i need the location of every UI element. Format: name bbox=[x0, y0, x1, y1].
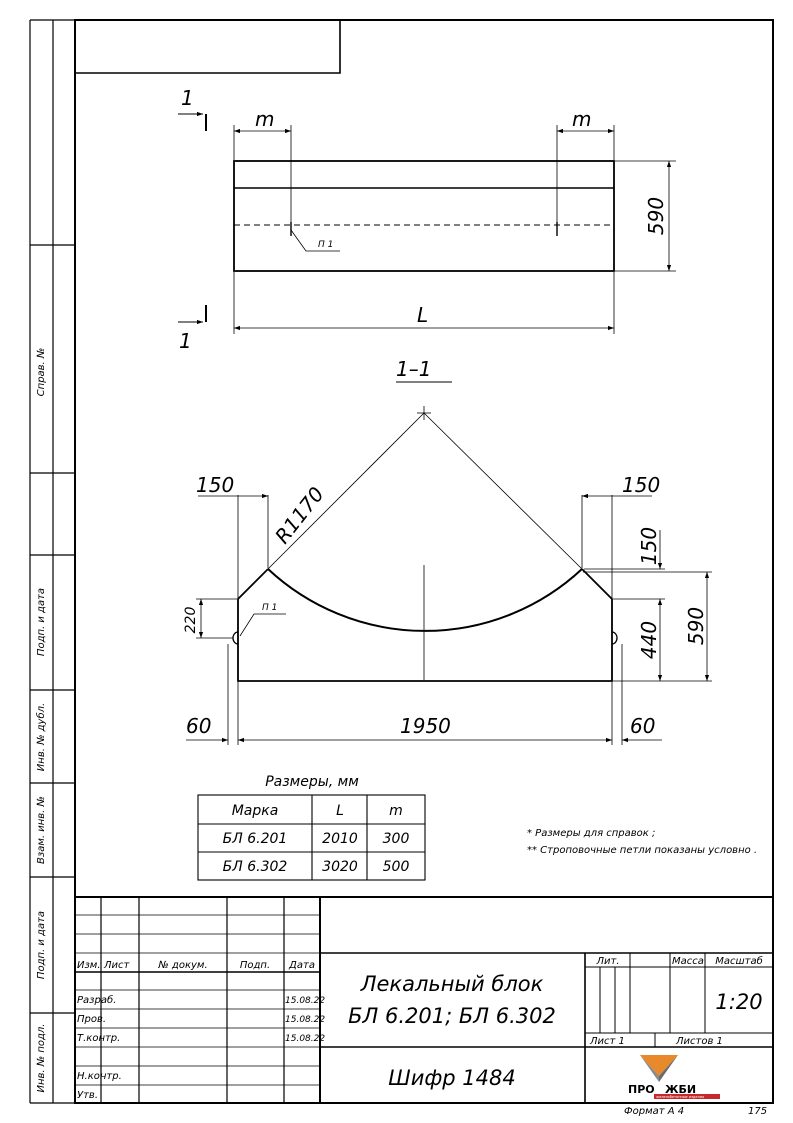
tb-role-tkontr: Т.контр. bbox=[77, 1033, 120, 1044]
section-h-low: 440 bbox=[637, 621, 661, 659]
sheet-frame bbox=[29, 19, 774, 1104]
tb-col-izm: Изм. bbox=[77, 960, 101, 971]
dims-table-title: Размеры, мм bbox=[265, 774, 359, 790]
dims-row1-l: 2010 bbox=[322, 831, 358, 847]
section-width: 1950 bbox=[400, 714, 451, 738]
tb-col-podp: Подп. bbox=[240, 960, 270, 971]
tb-role-utv: Утв. bbox=[77, 1090, 98, 1101]
section-top-right: 150 bbox=[622, 473, 660, 497]
tb-mass: Масса bbox=[672, 956, 704, 967]
plan-loop-label: П 1 bbox=[318, 240, 333, 250]
notes: * Размеры для справок ; ** Строповочные … bbox=[527, 828, 757, 856]
section-view: 1–1 bbox=[183, 357, 712, 745]
section-mark-bottom: 1 bbox=[179, 329, 192, 353]
section-loop-label: П 1 bbox=[262, 603, 277, 613]
dims-header-m: m bbox=[389, 803, 403, 819]
plan-length: L bbox=[417, 303, 428, 327]
section-h-total: 590 bbox=[684, 607, 708, 645]
dims-header-l: L bbox=[336, 803, 344, 819]
footer-page: 175 bbox=[748, 1106, 767, 1117]
section-mark-top: 1 bbox=[181, 86, 194, 110]
dims-row1-mark: БЛ 6.201 bbox=[223, 831, 288, 847]
title-block: Изм. Лист № докум. Подп. Дата Разраб. Пр… bbox=[75, 896, 773, 1103]
tb-role-prov: Пров. bbox=[77, 1014, 106, 1025]
tb-lit: Лит. bbox=[595, 956, 619, 967]
tb-date-tkontr: 15.08.22 bbox=[285, 1034, 325, 1044]
label-podp-data-1: Подп. и дата bbox=[36, 588, 47, 656]
plan-m-left: m bbox=[255, 107, 274, 131]
label-vzam-inv: Взам. инв. № bbox=[36, 796, 47, 864]
tb-col-doc: № докум. bbox=[157, 960, 207, 971]
section-title: 1–1 bbox=[396, 357, 431, 381]
note-2: ** Строповочные петли показаны условно . bbox=[527, 845, 757, 856]
plan-height: 590 bbox=[644, 197, 668, 235]
logo-text-left: ПРО bbox=[628, 1083, 655, 1096]
label-podp-data-2: Подп. и дата bbox=[36, 911, 47, 979]
note-1: * Размеры для справок ; bbox=[527, 828, 655, 839]
plan-m-right: m bbox=[572, 107, 591, 131]
section-loop-height: 220 bbox=[183, 607, 199, 634]
company-logo: ПРО ЖБИ железобетонные изделия bbox=[628, 1055, 720, 1099]
section-radius: R1170 bbox=[270, 482, 329, 548]
dims-row2-mark: БЛ 6.302 bbox=[223, 859, 288, 875]
tb-name-line2: БЛ 6.201; БЛ 6.302 bbox=[348, 1004, 556, 1028]
dimensions-table: Размеры, мм Марка L m БЛ 6.201 2010 300 … bbox=[197, 774, 426, 881]
section-top-left: 150 bbox=[196, 473, 234, 497]
tb-sheet: Лист 1 bbox=[589, 1036, 625, 1047]
tb-col-list: Лист bbox=[103, 960, 131, 971]
dims-row1-m: 300 bbox=[383, 831, 410, 847]
label-sprav: Справ. № bbox=[36, 348, 47, 397]
tb-role-nkontr: Н.контр. bbox=[77, 1071, 122, 1082]
side-labels: Справ. № Подп. и дата Инв. № дубл. Взам.… bbox=[35, 348, 47, 1093]
label-inv-dubl: Инв. № дубл. bbox=[35, 703, 47, 771]
section-h-top: 150 bbox=[637, 527, 661, 565]
tb-scale-label: Масштаб bbox=[715, 955, 763, 967]
tb-name-line1: Лекальный блок bbox=[360, 972, 544, 996]
dims-header-mark: Марка bbox=[232, 803, 279, 819]
tb-sheets: Листов 1 bbox=[675, 1036, 723, 1047]
tb-date-prov: 15.08.22 bbox=[285, 1015, 325, 1025]
logo-text-right: ЖБИ bbox=[665, 1083, 696, 1096]
plan-view: 1 1 m m 590 L П 1 bbox=[178, 86, 676, 353]
dims-row2-l: 3020 bbox=[322, 859, 358, 875]
tb-cipher: Шифр 1484 bbox=[388, 1066, 516, 1090]
footer-format: Формат А 4 bbox=[624, 1106, 684, 1117]
tb-col-date: Дата bbox=[288, 960, 315, 971]
section-offset-left: 60 bbox=[186, 714, 211, 738]
dims-row2-m: 500 bbox=[383, 859, 410, 875]
tb-scale: 1:20 bbox=[715, 990, 762, 1014]
logo-subtext: железобетонные изделия bbox=[656, 1095, 704, 1099]
section-offset-right: 60 bbox=[630, 714, 655, 738]
tb-role-razrab: Разраб. bbox=[77, 994, 116, 1006]
tb-date-razrab: 15.08.22 bbox=[285, 996, 325, 1006]
label-inv-podl: Инв. № подл. bbox=[36, 1024, 47, 1093]
